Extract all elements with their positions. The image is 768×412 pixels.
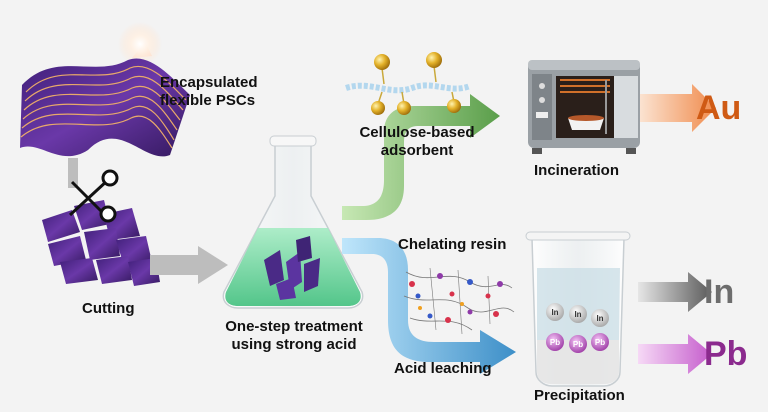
product-au: Au: [696, 89, 742, 127]
beaker-icon: In In In Pb Pb Pb: [525, 231, 631, 387]
flexible-psc-sheet: [20, 58, 190, 157]
cutting-label: Cutting: [82, 300, 135, 317]
cut-psc-fragments: [42, 200, 160, 286]
psc-label-line1: Encapsulated: [160, 74, 258, 91]
gold-particle-icon: [374, 54, 390, 70]
psc-label-line2: flexible PSCs: [160, 92, 256, 109]
treatment-label-line1: One-step treatment: [225, 318, 363, 335]
scissors-icon: [68, 169, 119, 223]
treatment-label-line2: using strong acid: [231, 336, 357, 353]
arrow-to-flask: [150, 246, 228, 284]
precipitation-label: Precipitation: [534, 387, 625, 404]
blue-arrow-lower: [342, 238, 516, 374]
cellulose-label-line2: adsorbent: [380, 142, 454, 159]
beaker-pb-label: Pb: [550, 338, 560, 347]
green-arrow-upper: [342, 94, 500, 220]
beaker-in-label: In: [551, 308, 558, 317]
erlenmeyer-flask-icon: [222, 135, 364, 309]
cellulose-label-line1: Cellulose-based: [359, 124, 475, 141]
treatment-label: One-step treatment using strong acid: [210, 318, 378, 354]
beaker-in-label: In: [574, 310, 581, 319]
psc-label: Encapsulated flexible PSCs: [160, 74, 258, 110]
product-pb: Pb: [704, 335, 748, 373]
product-in: In: [704, 273, 735, 311]
cellulose-label: Cellulose-based adsorbent: [352, 124, 482, 160]
in-arrow: [638, 272, 712, 312]
incineration-label: Incineration: [534, 162, 620, 179]
acid-leaching-label: Acid leaching: [394, 360, 492, 377]
furnace-icon: [528, 60, 640, 154]
chelating-resin-network: [403, 267, 515, 335]
gold-particle-icon: [447, 99, 461, 113]
beaker-pb-label: Pb: [573, 340, 583, 349]
cellulose-adsorbent: [345, 52, 472, 115]
connector-bar: [68, 158, 78, 188]
au-arrow: [640, 84, 716, 132]
gold-particle-icon: [397, 101, 411, 115]
pb-arrow: [638, 334, 712, 374]
light-flare-icon: [118, 22, 162, 66]
beaker-pb-label: Pb: [595, 338, 605, 347]
gold-particle-icon: [426, 52, 442, 68]
chelating-resin-label: Chelating resin: [398, 236, 507, 253]
gold-particle-icon: [371, 101, 385, 115]
beaker-in-label: In: [596, 314, 603, 323]
